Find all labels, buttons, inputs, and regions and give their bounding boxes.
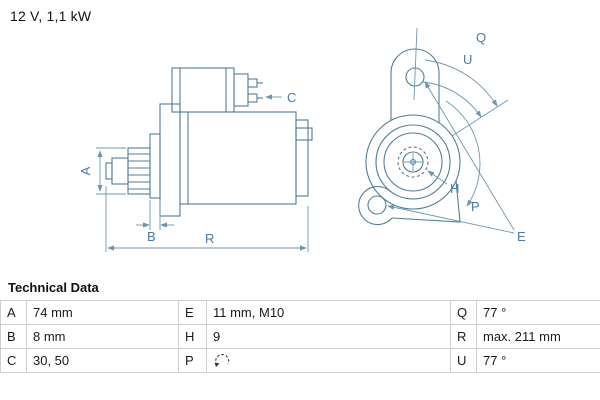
dim-label-b: B [147,229,156,244]
spec-key-h: H [178,324,207,349]
dim-label-c: C [287,90,296,105]
spec-key-r: R [450,324,477,349]
table-row: C 30, 50 P U 77 ° [0,348,600,373]
dim-label-p: P [471,199,480,214]
side-view [105,67,313,217]
voltage-power-spec: 12 V, 1,1 kW [10,8,92,24]
spec-value-h: 9 [206,324,451,349]
spec-key-a: A [0,300,27,325]
spec-value-b: 8 mm [26,324,179,349]
spec-value-c: 30, 50 [26,348,179,373]
dim-label-e: E [517,229,526,244]
dim-label-r: R [205,231,214,246]
spec-key-b: B [0,324,27,349]
spec-value-u: 77 ° [476,348,600,373]
rotation-direction-icon [214,353,230,367]
spec-key-e: E [178,300,207,325]
dim-label-a: A [78,166,93,175]
table-row: A 74 mm E 11 mm, M10 Q 77 ° [0,300,600,325]
technical-data-title: Technical Data [8,280,99,295]
side-view-dimensions: A B R C [78,90,309,252]
spec-key-q: Q [450,300,477,325]
spec-key-p: P [178,348,207,373]
front-flange-view [358,48,461,226]
dim-label-u: U [463,52,472,67]
dim-label-h: H [450,181,459,196]
spec-value-q: 77 ° [476,300,600,325]
spec-value-p [206,348,451,373]
spec-value-e: 11 mm, M10 [206,300,451,325]
dim-label-q: Q [476,30,486,45]
spec-key-c: C [0,348,27,373]
spec-value-a: 74 mm [26,300,179,325]
front-view-dimensions: Q U H P E [387,27,526,244]
spec-value-r: max. 211 mm [476,324,600,349]
table-row: B 8 mm H 9 R max. 211 mm [0,324,600,349]
technical-data-section: Technical Data A 74 mm E 11 mm, M10 Q 77… [0,280,600,373]
starter-motor-technical-drawing: A B R C [78,27,526,252]
technical-data-table: A 74 mm E 11 mm, M10 Q 77 ° B 8 mm H 9 R… [0,300,600,373]
spec-key-u: U [450,348,477,373]
